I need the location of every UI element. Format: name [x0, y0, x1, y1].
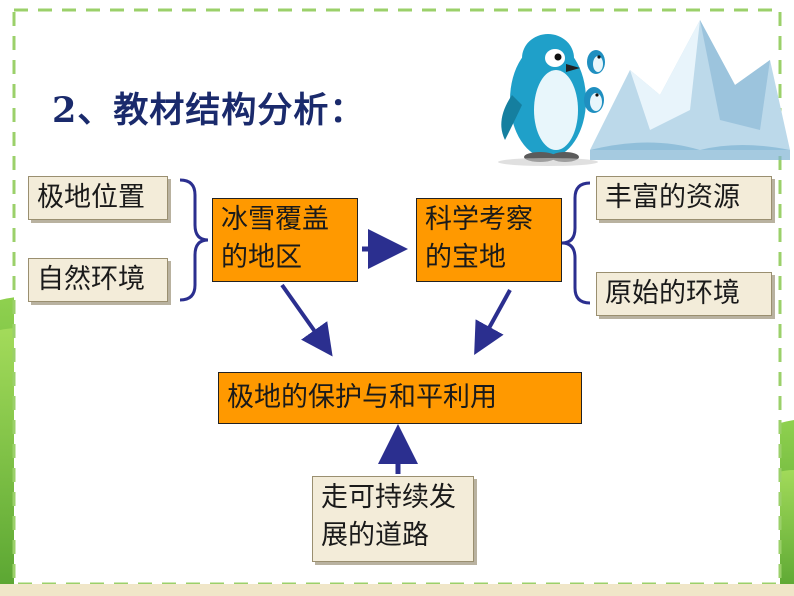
- arrow-research-to-protection: [474, 289, 512, 356]
- box-sustainable-path: 走可持续发 展的道路: [312, 476, 474, 562]
- penguin-icon: [498, 34, 598, 166]
- box-natural-environment: 自然环境: [28, 258, 168, 302]
- box-polar-location: 极地位置: [28, 176, 168, 220]
- box-protection-peaceful-use: 极地的保护与和平利用: [218, 372, 582, 424]
- box-rich-resources: 丰富的资源: [596, 176, 772, 220]
- small-penguin-icon: [584, 50, 605, 113]
- box-label: 自然环境: [37, 264, 145, 295]
- left-brace: [179, 178, 209, 302]
- box-label-line2: 展的道路: [321, 520, 429, 551]
- box-label-line2: 的地区: [221, 242, 302, 273]
- right-brace: [561, 181, 591, 305]
- box-label: 原始的环境: [605, 278, 740, 309]
- box-primitive-environment: 原始的环境: [596, 272, 772, 316]
- box-label-line1: 走可持续发: [321, 482, 456, 513]
- box-label-line2: 的宝地: [425, 242, 506, 273]
- arrow-ice-to-protection: [280, 283, 333, 357]
- iceberg-icon: [590, 20, 790, 160]
- box-label-line1: 冰雪覆盖: [221, 204, 329, 235]
- box-scientific-research: 科学考察 的宝地: [416, 198, 562, 282]
- box-label: 极地的保护与和平利用: [227, 382, 497, 413]
- box-label: 极地位置: [37, 182, 145, 213]
- box-label-line1: 科学考察: [425, 204, 533, 235]
- box-ice-covered-region: 冰雪覆盖 的地区: [212, 198, 358, 282]
- slide-title: 2、教材结构分析：: [52, 90, 366, 131]
- box-label: 丰富的资源: [605, 182, 740, 213]
